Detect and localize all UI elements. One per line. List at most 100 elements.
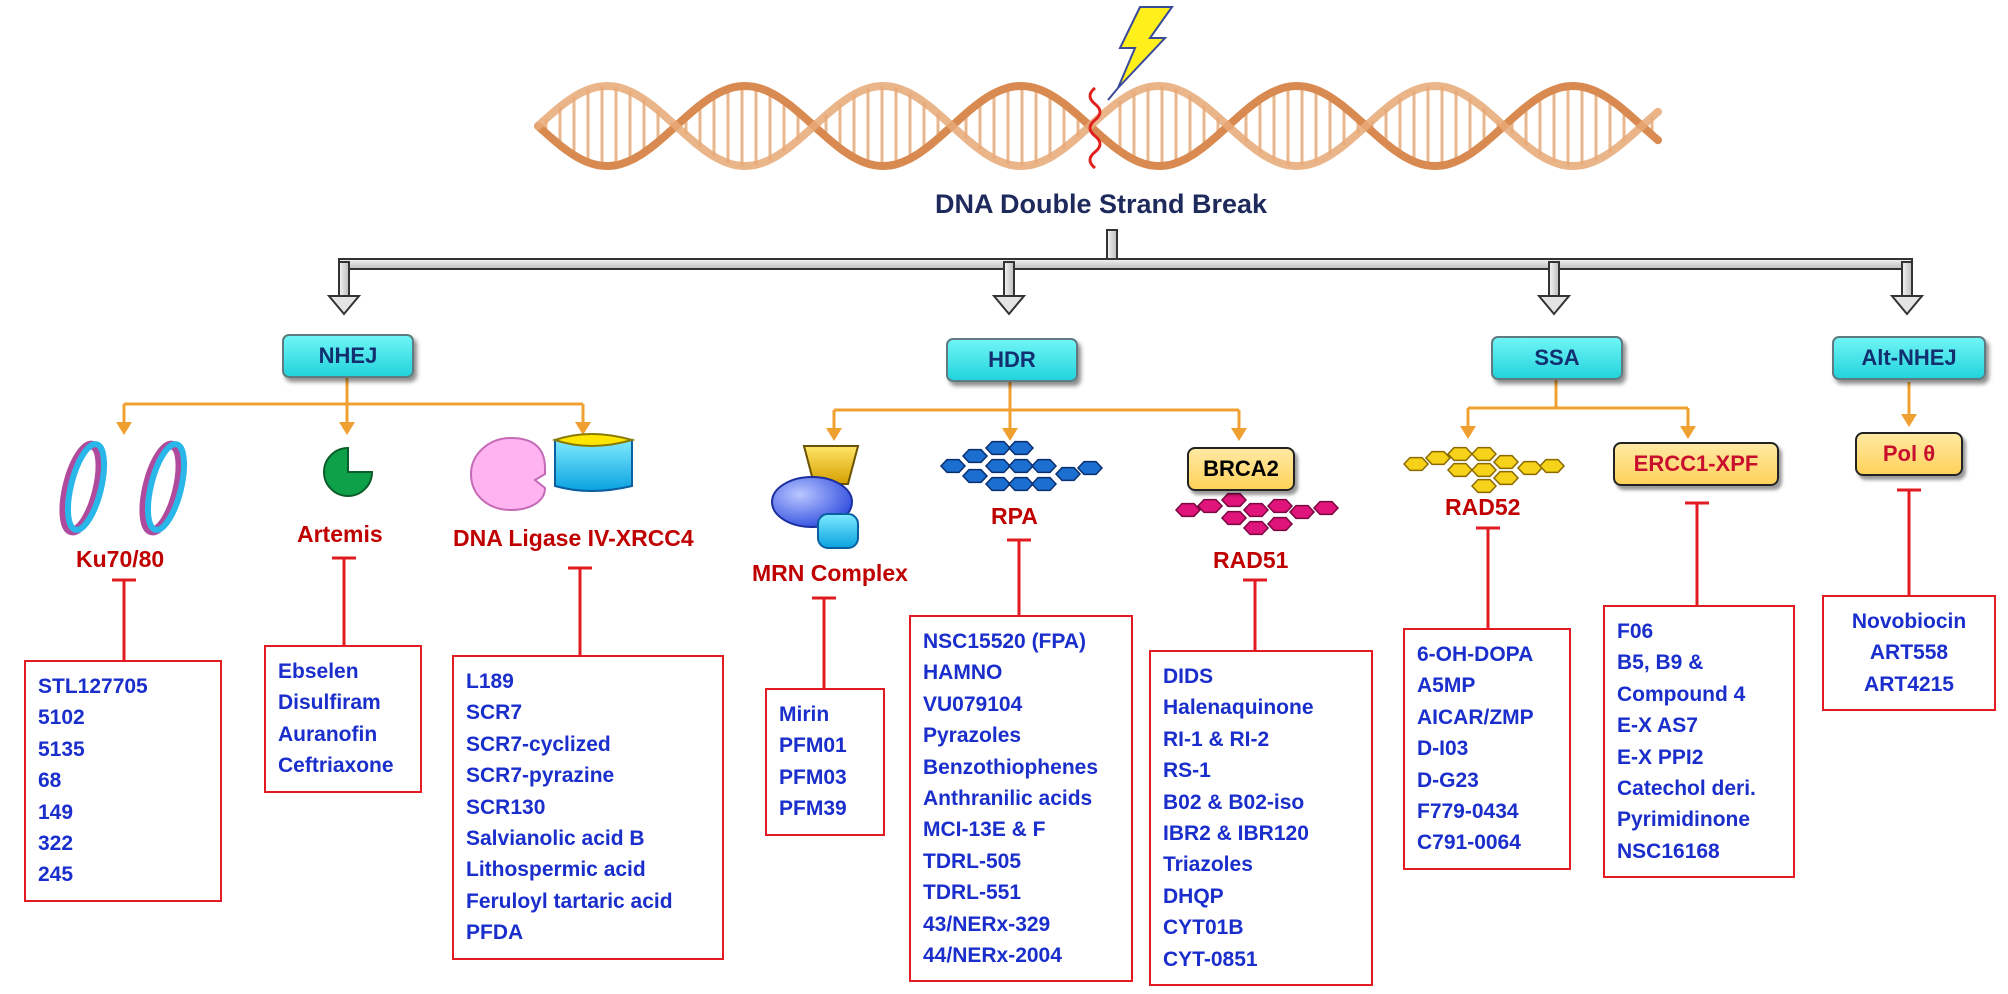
inhibitor-item: Catechol deri.	[1617, 777, 1756, 801]
rpa-icon	[939, 440, 1104, 492]
inhibitor-item: RI-1 & RI-2	[1163, 727, 1270, 751]
lightning-bolt-icon	[1107, 6, 1174, 101]
inhibitor-item: ART4215	[1864, 672, 1954, 696]
inhibition-lines	[112, 488, 1921, 688]
inhibitor-item: Pyrazoles	[923, 724, 1022, 748]
protein-mrn-complex: MRN Complex	[752, 560, 908, 586]
inhibitor-item: L189	[466, 670, 514, 693]
inhibitor-item: Feruloyl tartaric acid	[466, 889, 673, 913]
inhibitor-item: IBR2 & IBR120	[1163, 822, 1309, 846]
inhibitor-item: SCR130	[466, 795, 546, 819]
branch-arrowheads	[116, 414, 1917, 441]
inhibitor-item: SCR7	[466, 701, 523, 725]
inhibitor-item: CYT01B	[1163, 916, 1244, 940]
pathway-hdr: HDR	[946, 338, 1078, 382]
inhibitor-item: Pyrimidinone	[1617, 808, 1751, 832]
protein-rad52: RAD52	[1445, 494, 1521, 520]
protein-ercc1-xpf: ERCC1-XPF	[1613, 442, 1779, 486]
inhibitor-item: RS-1	[1163, 759, 1211, 783]
inhibitor-item: E-X PPI2	[1617, 745, 1704, 769]
protein-brca2: BRCA2	[1187, 447, 1295, 491]
inhibitor-item: A5MP	[1417, 674, 1476, 698]
inhibitor-item: TDRL-551	[923, 881, 1022, 905]
protein-rad51: RAD51	[1213, 547, 1289, 573]
inhibitor-item: 44/NERx-2004	[923, 944, 1062, 968]
inhibitor-item: B5, B9 &	[1617, 651, 1704, 675]
inhibitor-item: E-X AS7	[1617, 714, 1698, 738]
inhibitor-item: Novobiocin	[1851, 610, 1967, 633]
inhibitor-item: NSC16168	[1617, 839, 1720, 863]
inhibitor-item: ART558	[1869, 641, 1949, 665]
inhibitor-item: Triazoles	[1163, 853, 1253, 877]
pathway-ssa: SSA	[1491, 336, 1623, 380]
inhibitor-item: Ceftriaxone	[278, 754, 394, 778]
inhibitor-item: 68	[38, 769, 62, 793]
inhibitor-item: 149	[38, 800, 74, 824]
inhibitor-item: TDRL-505	[923, 849, 1022, 873]
inhibitor-item: Ebselen	[278, 660, 359, 683]
inhibitor-item: Compound 4	[1617, 682, 1746, 706]
page-title: DNA Double Strand Break	[935, 189, 1268, 219]
inhibitor-item: STL127705	[38, 675, 148, 698]
inhibitor-item: D-G23	[1417, 768, 1479, 792]
protein-dna-ligase-iv-xrcc4: DNA Ligase IV-XRCC4	[453, 525, 694, 551]
inhibitor-item: PFDA	[466, 921, 524, 945]
inhibitor-item: SCR7-cyclized	[466, 732, 611, 756]
pathway-distribution-arrows	[326, 229, 1925, 316]
inhibitor-item: AICAR/ZMP	[1417, 705, 1534, 729]
protein-ku70-80: Ku70/80	[76, 546, 165, 572]
inhibitor-item: NSC15520 (FPA)	[923, 630, 1086, 653]
inhibitor-item: VU079104	[923, 692, 1023, 716]
inhibitor-item: B02 & B02-iso	[1163, 790, 1305, 814]
inhibitor-item: HAMNO	[923, 661, 1003, 685]
protein-pol-theta: Pol θ	[1855, 432, 1963, 476]
dna-double-helix-icon	[534, 81, 1662, 171]
inhibitor-item: MCI-13E & F	[923, 818, 1046, 842]
inhibitor-item: Mirin	[779, 703, 830, 726]
inhibitor-item: SCR7-pyrazine	[466, 764, 615, 788]
inhibitor-item: Halenaquinone	[1163, 696, 1314, 720]
inhibitor-item: Anthranilic acids	[923, 787, 1093, 811]
mrn-complex-icon	[771, 445, 860, 549]
inhibitor-item: F779-0434	[1417, 800, 1519, 824]
inhibitor-item: PFM03	[779, 765, 847, 789]
inhibitor-item: DIDS	[1163, 665, 1214, 688]
inhibitor-item: 5135	[38, 737, 85, 761]
inhibitor-item: PFM01	[779, 734, 847, 758]
inhibitor-item: Disulfiram	[278, 691, 381, 715]
inhibitor-item: 6-OH-DOPA	[1417, 643, 1534, 666]
inhibitor-item: F06	[1617, 620, 1654, 643]
protein-artemis: Artemis	[297, 521, 383, 547]
ku70-80-rings-icon	[59, 440, 188, 536]
inhibitor-item: DHQP	[1163, 884, 1224, 908]
inhibitor-item: Auranofin	[278, 722, 378, 746]
rad52-ring-icon	[1402, 446, 1566, 494]
inhibitor-item: D-I03	[1417, 737, 1469, 761]
artemis-icon	[323, 446, 374, 497]
inhibitor-item: 5102	[38, 706, 85, 730]
pathway-alt-nhej: Alt-NHEJ	[1832, 336, 1986, 380]
inhibitor-item: 43/NERx-329	[923, 912, 1051, 936]
inhibitor-item: C791-0064	[1417, 831, 1521, 855]
inhibitor-list-ku70-80: STL127705 5102 5135 68 149 322 245	[24, 660, 222, 902]
inhibitor-item: Benzothiophenes	[923, 755, 1099, 779]
inhibitor-item: Lithospermic acid	[466, 858, 646, 882]
inhibitor-item: Salvianolic acid B	[466, 827, 645, 851]
pathway-nhej: NHEJ	[282, 334, 414, 378]
branch-connectors	[122, 378, 1911, 428]
inhibitor-item: 245	[38, 863, 74, 887]
dna-ligase-icon	[469, 433, 636, 512]
inhibitor-item: 322	[38, 832, 74, 856]
inhibitor-item: PFM39	[779, 797, 847, 821]
inhibitor-item: CYT-0851	[1163, 947, 1258, 971]
protein-rpa: RPA	[991, 503, 1038, 529]
